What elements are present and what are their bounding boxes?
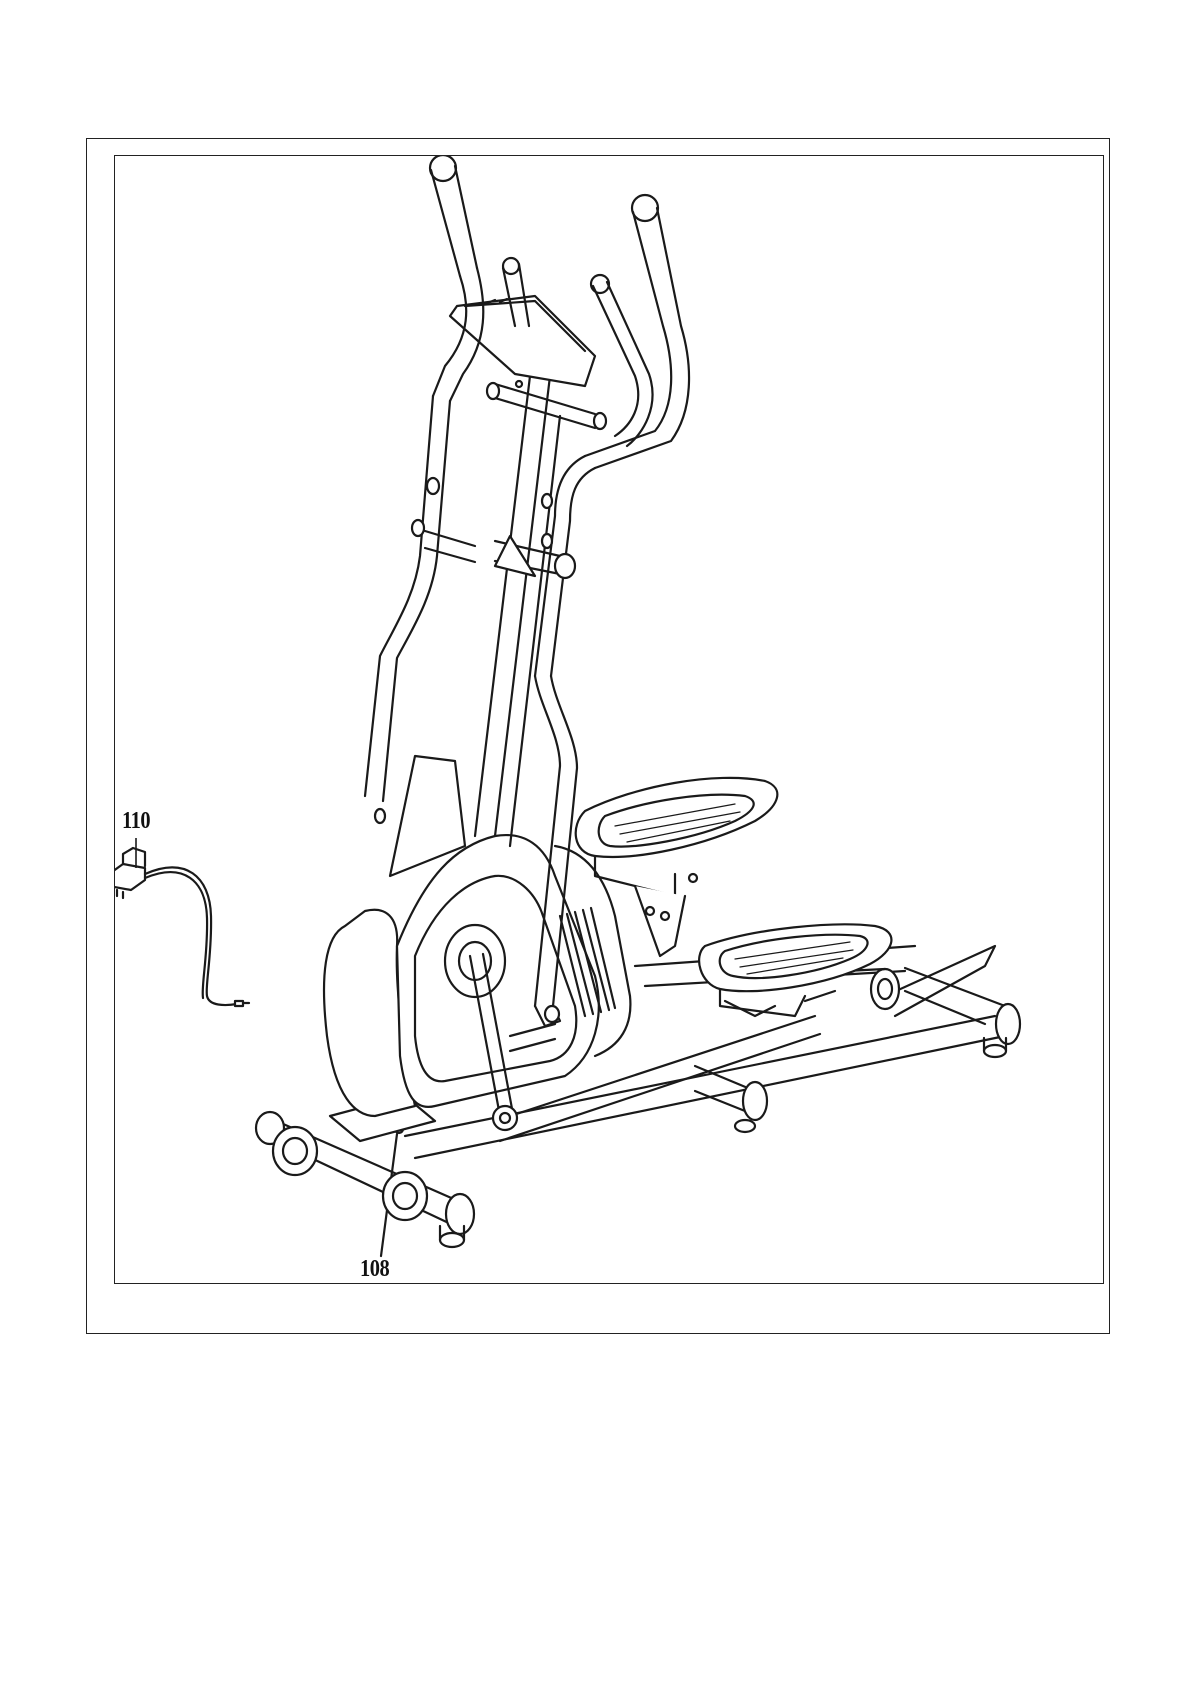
console-post — [390, 296, 606, 876]
figure-inner-frame — [114, 155, 1104, 1284]
callout-label-110: 110 — [122, 808, 150, 835]
power-adapter-icon — [115, 848, 249, 1006]
callout-label-108: 108 — [360, 1256, 389, 1283]
left-handlebar — [365, 156, 483, 823]
elliptical-trainer-drawing — [115, 156, 1103, 1283]
flywheel-housing — [324, 835, 630, 1130]
upper-pedal — [576, 778, 778, 956]
